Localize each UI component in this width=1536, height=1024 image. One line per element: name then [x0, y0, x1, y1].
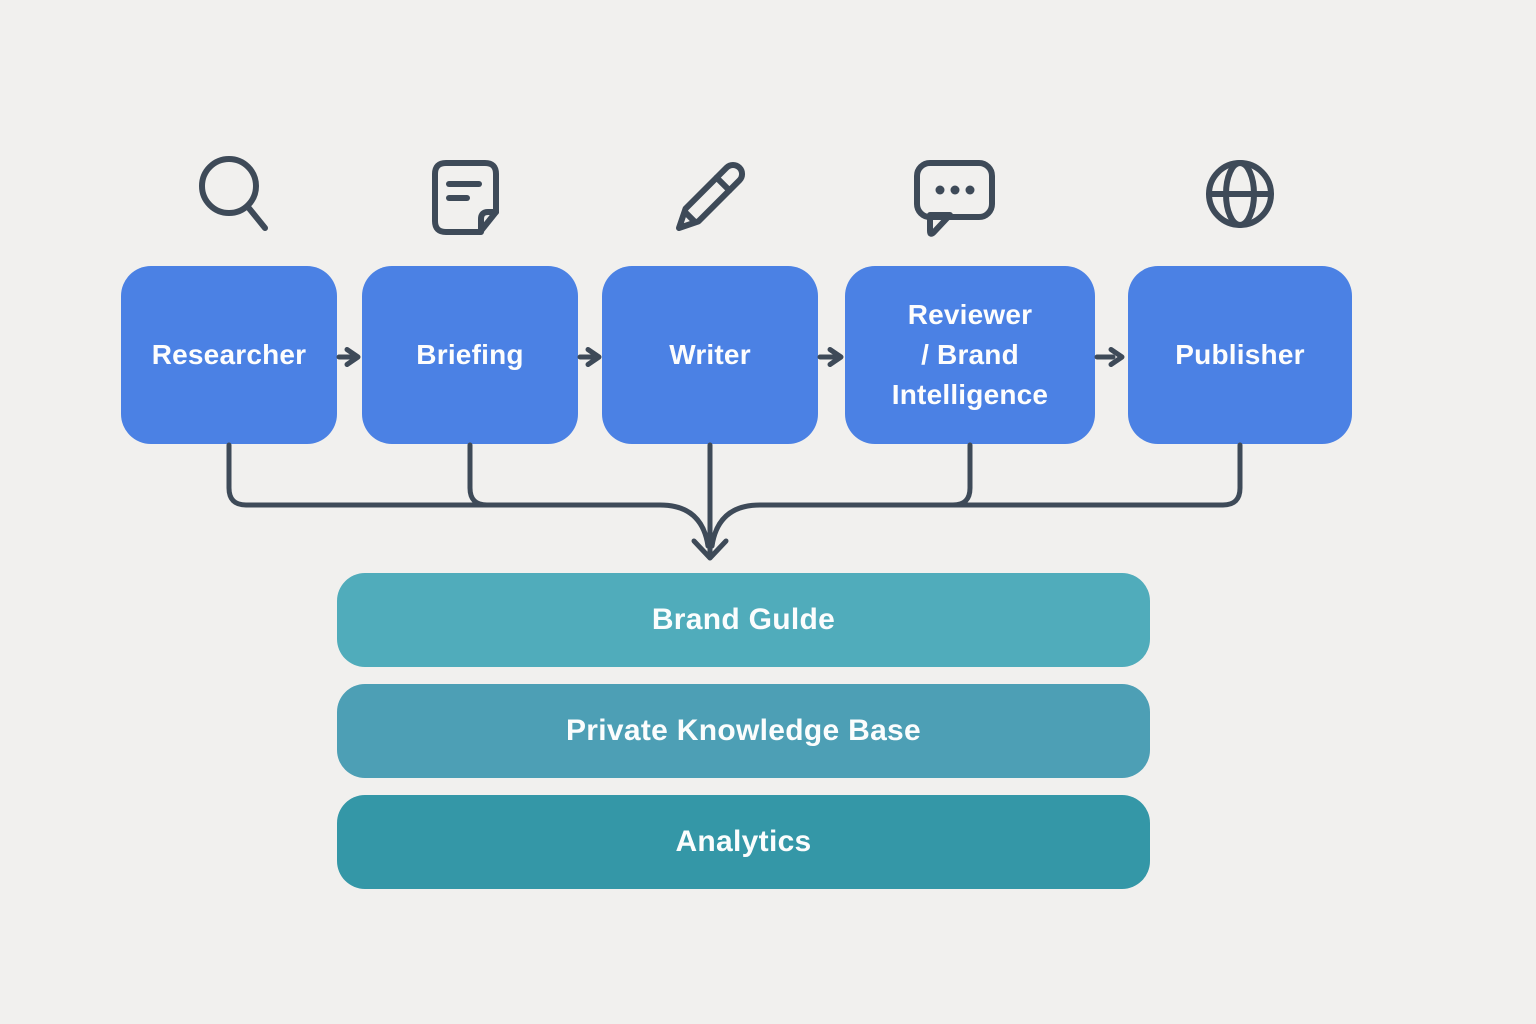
connector-briefing-branch	[467, 442, 490, 508]
stage-box-publisher: Publisher	[1128, 266, 1352, 444]
arrow-writer-to-reviewer	[817, 347, 844, 367]
stage-box-reviewer-brand-intelligence: Reviewer / Brand Intelligence	[845, 266, 1095, 444]
stage-box-briefing: Briefing	[362, 266, 578, 444]
bar-label-private-knowledge-base: Private Knowledge Base	[565, 714, 922, 747]
arrow-briefing-to-writer	[577, 347, 602, 367]
chat-bubble-icon	[903, 148, 1003, 243]
stage-box-writer: Writer	[602, 266, 818, 444]
bar-label-brand-guide: Brand Gulde	[651, 603, 836, 636]
arrow-reviewer-to-publisher	[1094, 347, 1125, 367]
down-arrowhead	[691, 538, 729, 561]
arrow-researcher-to-briefing	[336, 347, 361, 367]
bar-label-analytics: Analytics	[675, 825, 812, 858]
stage-label-briefing: Briefing	[416, 339, 524, 371]
globe-icon	[1193, 146, 1288, 241]
stage-box-researcher: Researcher	[121, 266, 337, 444]
stage-label-reviewer-brand-intelligence: Reviewer / Brand Intelligence	[891, 299, 1049, 410]
connector-publisher-branch	[709, 442, 1243, 549]
bar-private-knowledge-base: Private Knowledge Base	[337, 684, 1150, 778]
bar-brand-guide: Brand Gulde	[337, 573, 1150, 667]
stage-label-researcher: Researcher	[151, 339, 307, 371]
document-icon	[422, 148, 512, 238]
connector-reviewer-branch	[950, 442, 973, 508]
connector-researcher-branch	[226, 442, 711, 549]
stage-label-publisher: Publisher	[1175, 339, 1305, 371]
search-icon	[189, 146, 269, 236]
stage-label-writer: Writer	[669, 339, 751, 371]
bar-analytics: Analytics	[337, 795, 1150, 889]
pencil-icon	[665, 148, 755, 238]
